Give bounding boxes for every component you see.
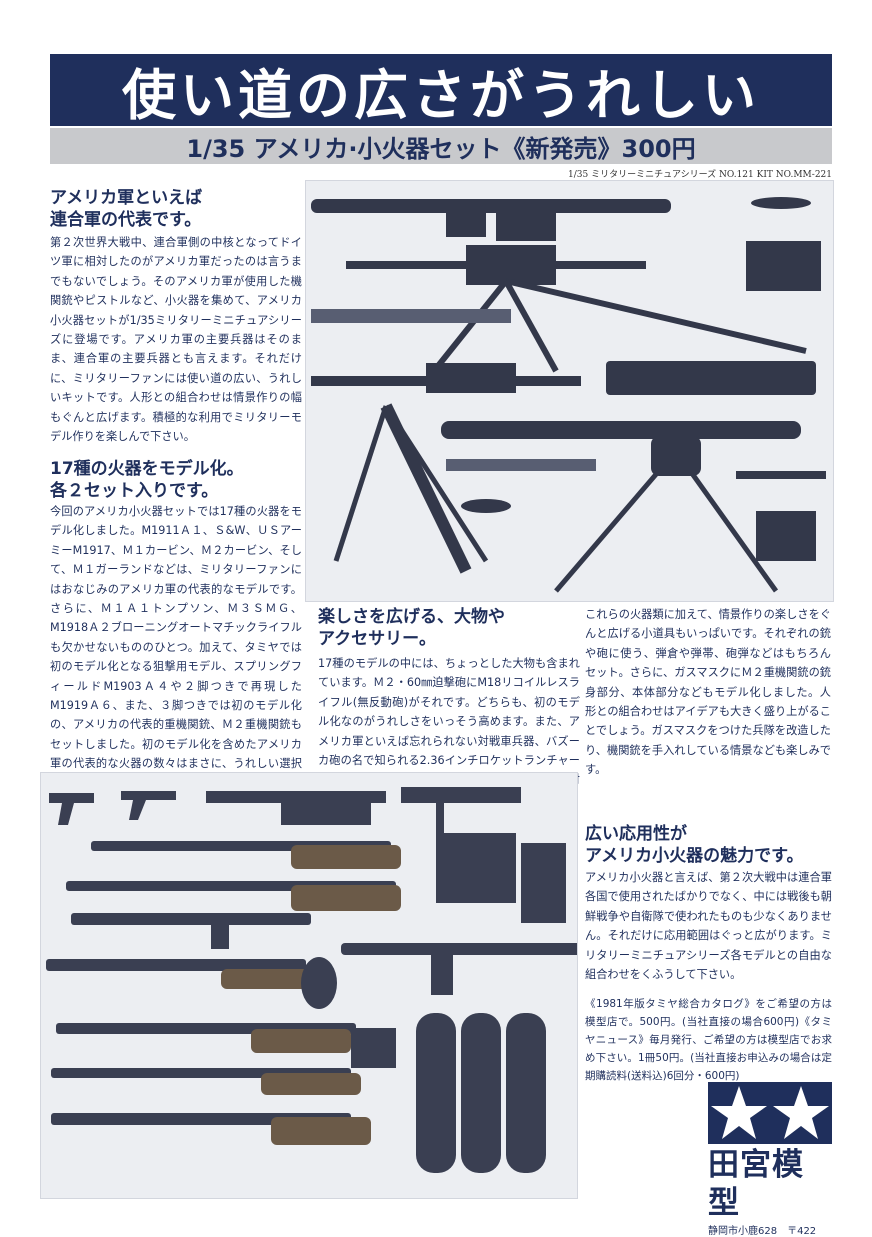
tamiya-logo: 田宮模型 静岡市小鹿628 〒422 (708, 1082, 832, 1237)
small-arms-photo (40, 772, 578, 1199)
company-address: 静岡市小鹿628 〒422 (708, 1226, 817, 1237)
section4-heading: 広い応用性が アメリカ小火器の魅力です。 (585, 824, 804, 866)
section2-body: 今回のアメリカ小火器セットでは17種の火器をモデル化しました。M1911Ａ１、Ｓ… (50, 505, 302, 790)
section1-body: 第２次世界大戦中、連合軍側の中核となってドイツ軍に相対したのがアメリカ軍だったの… (50, 236, 302, 444)
heavy-weapons-illustration (311, 197, 826, 593)
section2-heading: 17種の火器をモデル化。 各２セット入りです。 (50, 459, 244, 501)
small-arms-illustration (46, 787, 577, 1173)
product-subtitle: 1/35 アメリカ·小火器セット《新発売》300円 (50, 128, 832, 164)
company-name: 田宮模型 (708, 1147, 804, 1221)
section1-heading: アメリカ軍といえば 連合軍の代表です。 (50, 188, 203, 230)
catalog-note: 《1981年版タミヤ総合カタログ》をご希望の方は模型店で。500円。(当社直接の… (585, 998, 832, 1082)
heavy-weapons-photo (305, 180, 834, 602)
section3-heading: 楽しさを広げる、大物や アクセサリー。 (318, 607, 505, 649)
twin-star-icon (708, 1082, 832, 1144)
kit-number-line: 1/35 ミリタリーミニチュアシリーズ NO.121 KIT NO.MM-221 (568, 170, 832, 180)
page-title: 使い道の広さがうれしい (50, 54, 832, 127)
section3-body-part2: これらの火器類に加えて、情景作りの楽しさをぐんと広げる小道具もいっぱいです。それ… (585, 608, 831, 777)
section4-body: アメリカ小火器と言えば、第２次大戦中は連合軍各国で使用されたばかりでなく、中には… (585, 871, 832, 982)
